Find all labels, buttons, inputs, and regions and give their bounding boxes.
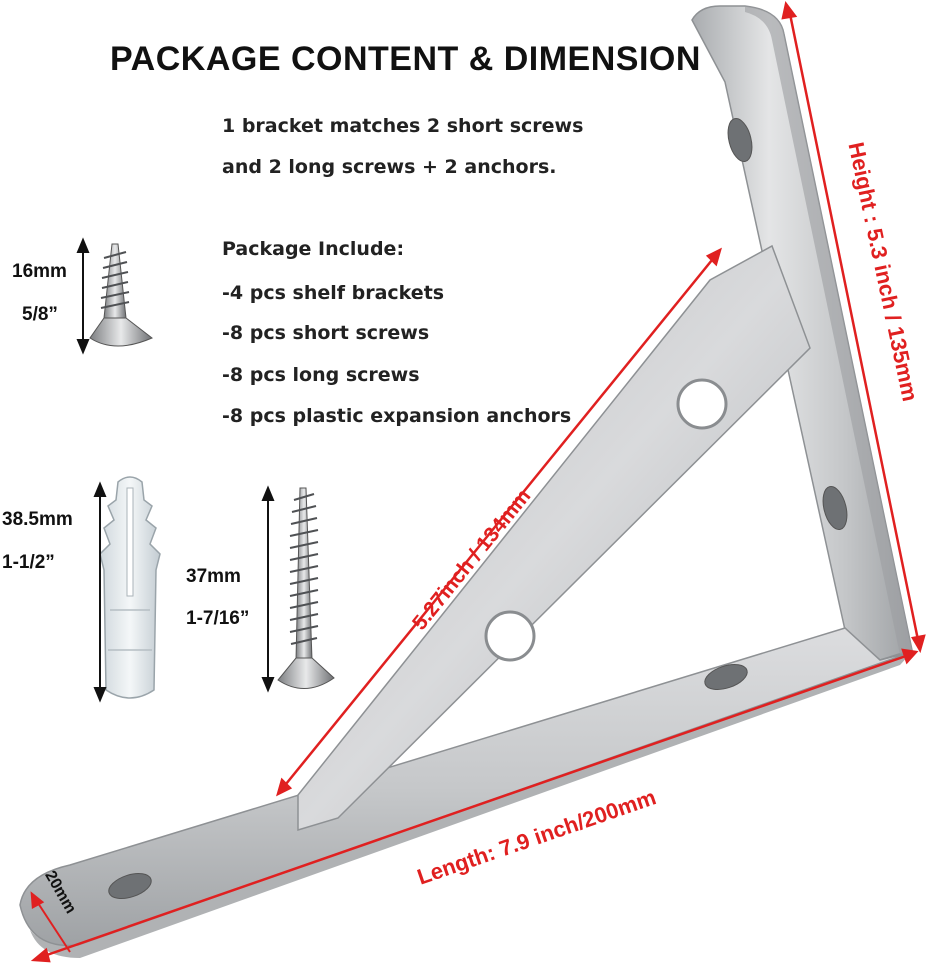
match-line-2: and 2 long screws + 2 anchors. bbox=[222, 156, 557, 178]
long-screw-inch-label: 1-7/16” bbox=[186, 608, 250, 629]
package-item-brackets: -4 pcs shelf brackets bbox=[222, 282, 445, 304]
match-line-1: 1 bracket matches 2 short screws bbox=[222, 115, 584, 137]
long-screw-mm-label: 37mm bbox=[186, 566, 241, 587]
bracket-diagonal-brace bbox=[297, 244, 811, 832]
page-title: PACKAGE CONTENT & DIMENSION bbox=[110, 40, 701, 78]
anchor-mm-label: 38.5mm bbox=[2, 509, 73, 530]
package-heading: Package Include: bbox=[222, 238, 405, 260]
package-item-short-screws: -8 pcs short screws bbox=[222, 322, 430, 344]
red-dimension-arrows bbox=[30, 1, 926, 963]
bracket-horizontal-arm bbox=[19, 627, 913, 958]
long-screw-icon bbox=[277, 487, 335, 689]
package-item-anchors: -8 pcs plastic expansion anchors bbox=[222, 405, 572, 427]
plastic-anchor-icon bbox=[99, 476, 161, 699]
package-item-long-screws: -8 pcs long screws bbox=[222, 364, 420, 386]
anchor-inch-label: 1-1/2” bbox=[2, 552, 55, 573]
short-screw-inch-label: 5/8” bbox=[22, 304, 58, 325]
short-screw-mm-label: 16mm bbox=[12, 261, 67, 282]
short-screw-icon bbox=[89, 243, 153, 347]
black-dimension-arrows bbox=[76, 237, 275, 703]
